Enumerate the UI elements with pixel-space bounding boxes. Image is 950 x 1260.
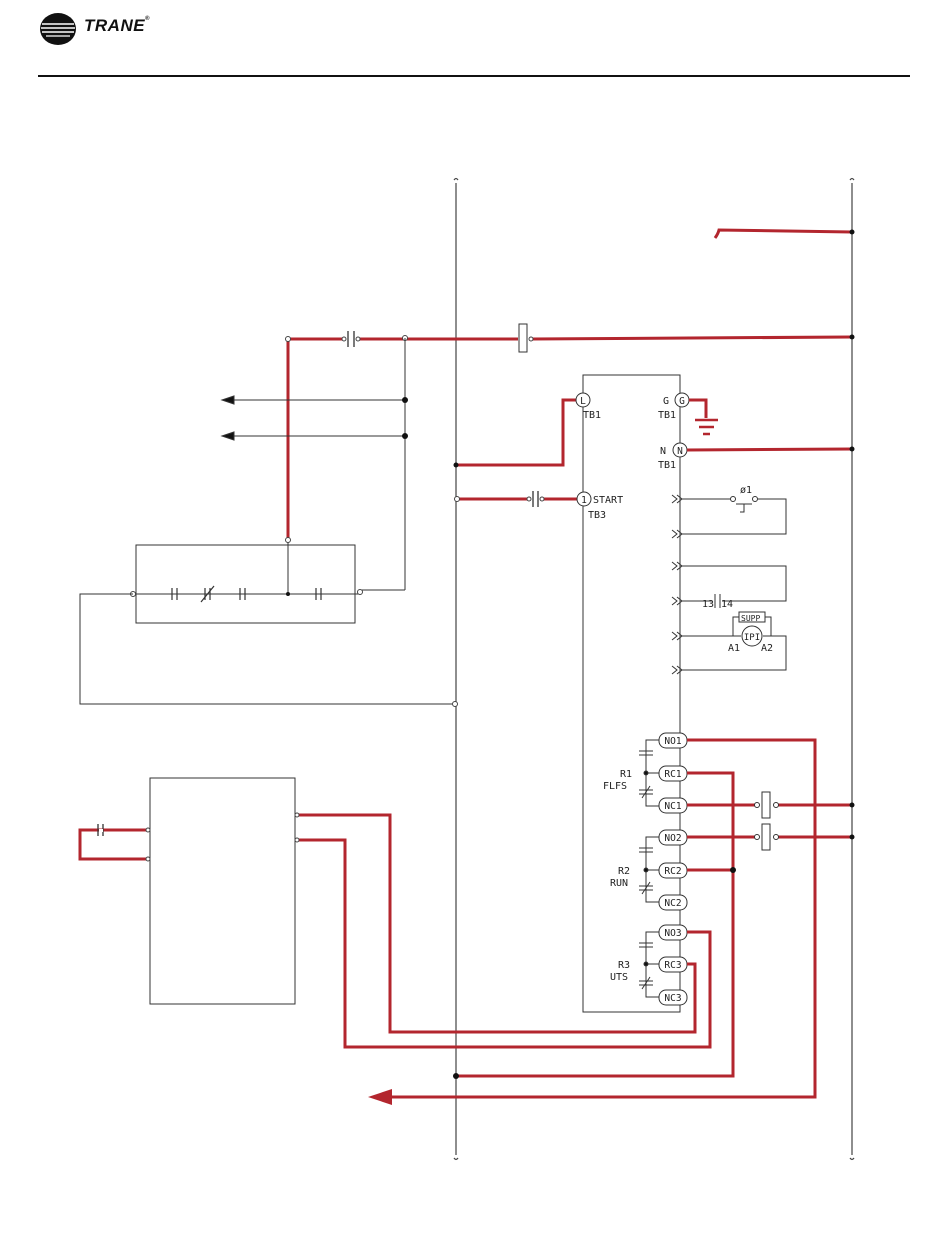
a1-label: A1 bbox=[728, 643, 740, 654]
ipi-label: IPI bbox=[744, 633, 760, 643]
svg-text:TB1: TB1 bbox=[583, 410, 601, 421]
relay-names: R1 FLFS R2 RUN R3 UTS bbox=[603, 769, 632, 983]
svg-text:RUN: RUN bbox=[610, 878, 628, 889]
svg-text:TB3: TB3 bbox=[588, 510, 606, 521]
wire-top-right bbox=[715, 230, 852, 238]
svg-text:RC1: RC1 bbox=[664, 769, 681, 780]
svg-text:G: G bbox=[663, 396, 669, 407]
terminal-N: N N TB1 bbox=[658, 443, 855, 471]
relay-fuses bbox=[755, 792, 779, 850]
svg-text:R3: R3 bbox=[618, 960, 630, 971]
control-box bbox=[131, 538, 406, 624]
svg-text:1: 1 bbox=[581, 495, 587, 506]
terminal-L: L TB1 bbox=[576, 393, 601, 421]
relay-contact-symbols bbox=[639, 740, 659, 997]
svg-text:RC2: RC2 bbox=[664, 866, 681, 877]
contact-13-label: 13 bbox=[702, 599, 714, 610]
supp-label: SUPP bbox=[741, 614, 760, 623]
svg-text:RC3: RC3 bbox=[664, 960, 681, 971]
svg-text:NC1: NC1 bbox=[664, 801, 681, 812]
contact-14-label: 14 bbox=[721, 599, 733, 610]
svg-text:R1: R1 bbox=[620, 769, 632, 780]
lower-control-box bbox=[98, 778, 299, 1004]
svg-text:G: G bbox=[679, 396, 685, 407]
svg-text:NO3: NO3 bbox=[664, 928, 681, 939]
svg-text:N: N bbox=[677, 446, 683, 457]
svg-text:NO1: NO1 bbox=[664, 736, 681, 747]
svg-text:FLFS: FLFS bbox=[603, 781, 627, 792]
wire-338 bbox=[286, 324, 855, 540]
svg-text:START: START bbox=[593, 495, 623, 506]
svg-text:NC2: NC2 bbox=[664, 898, 681, 909]
ground-icon bbox=[689, 400, 718, 434]
output-arrow-icon bbox=[368, 1089, 392, 1105]
svg-text:TB1: TB1 bbox=[658, 410, 676, 421]
svg-text:NO2: NO2 bbox=[664, 833, 681, 844]
svg-text:L: L bbox=[580, 396, 586, 407]
svg-text:R2: R2 bbox=[618, 866, 630, 877]
svg-text:TB1: TB1 bbox=[658, 460, 676, 471]
wire-start bbox=[455, 491, 578, 507]
phase-label: ø1 bbox=[740, 485, 752, 496]
terminal-G: G G TB1 bbox=[658, 393, 689, 421]
svg-text:NC3: NC3 bbox=[664, 993, 681, 1004]
a2-label: A2 bbox=[761, 643, 773, 654]
relay-terminal-labels: NO1 RC1 NC1 NO2 RC2 NC2 NO3 RC3 NC3 bbox=[664, 736, 681, 1004]
wire-L-terminal bbox=[454, 400, 577, 468]
svg-text:N: N bbox=[660, 446, 666, 457]
terminal-start: 1 START TB3 bbox=[577, 492, 623, 521]
svg-text:UTS: UTS bbox=[610, 972, 628, 983]
